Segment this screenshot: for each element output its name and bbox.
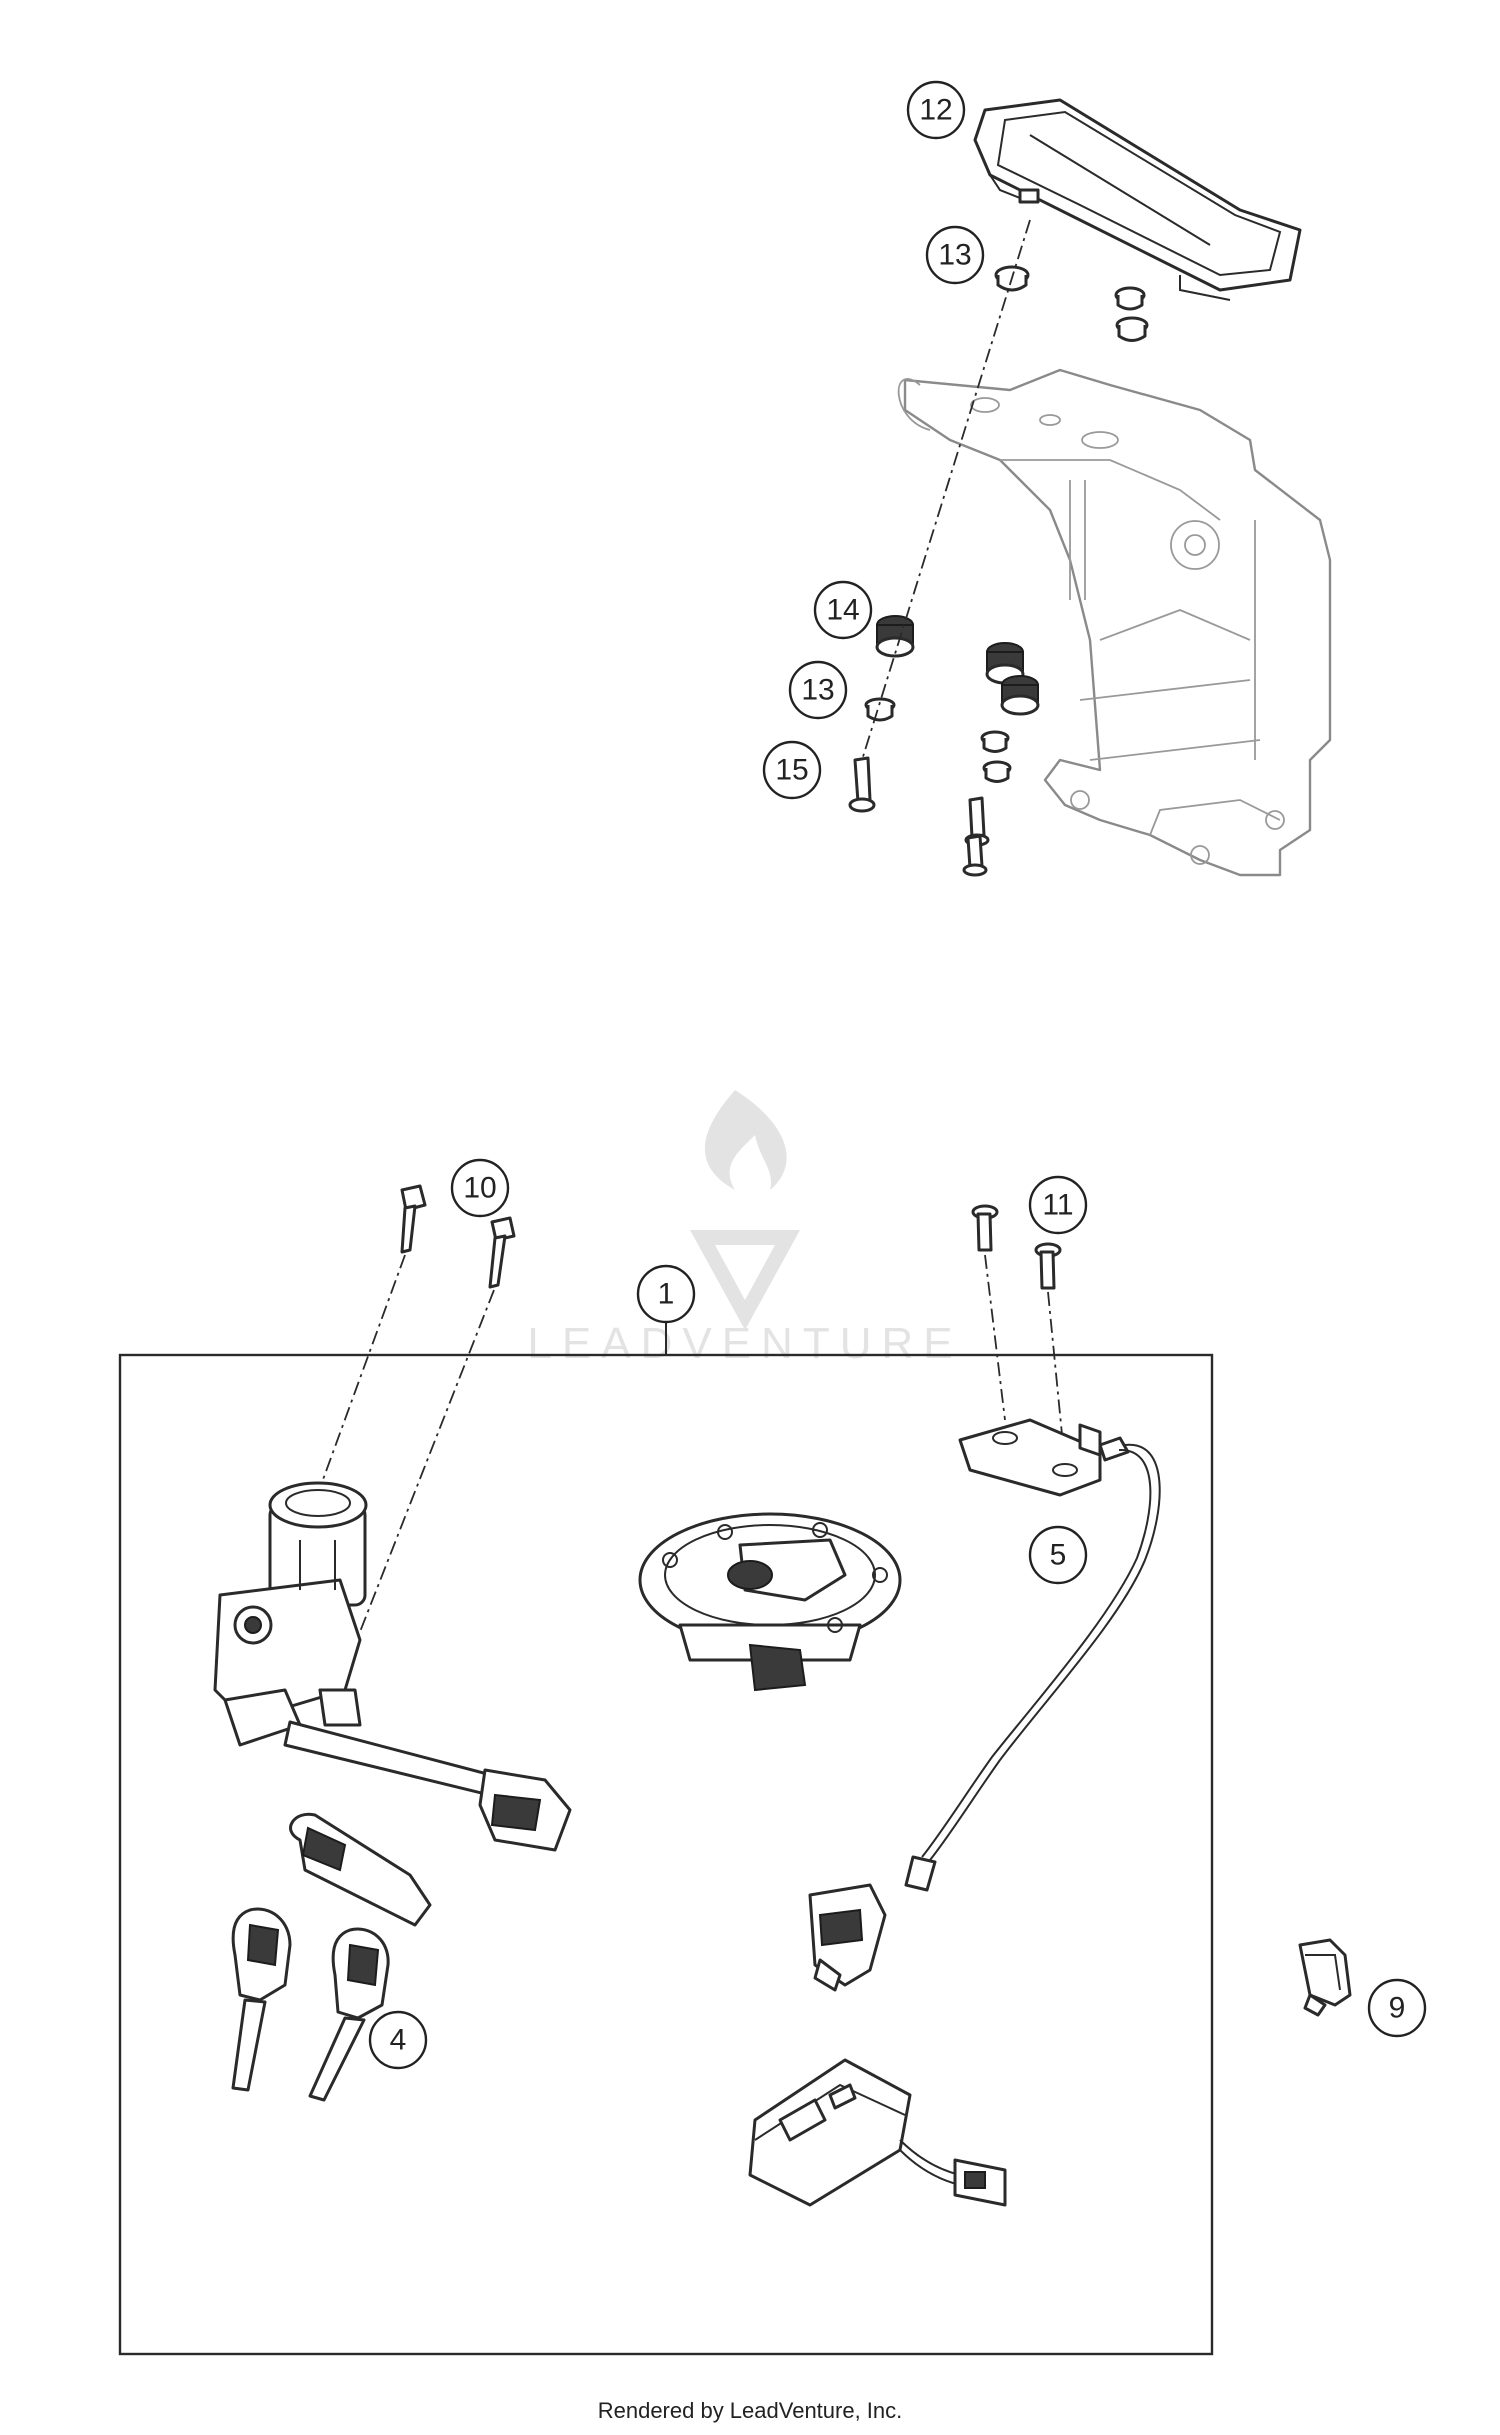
svg-text:10: 10	[463, 1172, 496, 1205]
svg-text:13: 13	[801, 674, 834, 707]
svg-text:11: 11	[1042, 1189, 1073, 1222]
callout-5: 5	[1028, 1525, 1088, 1585]
instrument-cluster	[973, 98, 1302, 301]
ignition-lock	[213, 1481, 572, 1852]
key-fob	[289, 1812, 432, 1927]
callout-13-lower: 13	[788, 660, 848, 720]
svg-text:13: 13	[938, 239, 971, 272]
svg-text:4: 4	[390, 2024, 407, 2057]
upper-hardware	[848, 265, 1149, 877]
screws-10	[400, 1184, 516, 1289]
fuel-cap	[638, 1512, 902, 1692]
svg-text:5: 5	[1050, 1539, 1067, 1572]
footer-credit: Rendered by LeadVenture, Inc.	[597, 2398, 903, 2423]
svg-text:15: 15	[775, 754, 808, 787]
callout-1: 1	[636, 1264, 696, 1324]
svg-text:12: 12	[919, 94, 952, 127]
callout-11: 11	[1028, 1175, 1088, 1235]
screw-axis-11-left	[984, 1254, 1006, 1421]
sensor-bracket	[904, 1418, 1161, 1892]
keys	[231, 1907, 390, 2102]
callout-9: 9	[1367, 1978, 1427, 2038]
callout-12: 12	[906, 80, 966, 140]
seat-lock	[808, 1883, 887, 1992]
control-unit	[748, 2058, 1007, 2207]
svg-text:14: 14	[826, 594, 859, 627]
watermark-text: LEADVENTURE	[527, 1319, 962, 1368]
svg-text:1: 1	[658, 1278, 675, 1311]
callout-10: 10	[450, 1158, 510, 1218]
assembly-axis-upper	[861, 219, 1031, 761]
callout-15: 15	[762, 740, 822, 800]
callout-13-upper: 13	[925, 225, 985, 285]
part-9-clip	[1298, 1938, 1352, 2017]
dashboard-bracket	[897, 368, 1332, 877]
callout-4: 4	[368, 2010, 428, 2070]
leadventure-watermark: LEADVENTURE	[527, 1090, 962, 1368]
callout-14: 14	[813, 580, 873, 640]
screws-11	[971, 1204, 1062, 1290]
svg-text:9: 9	[1389, 1992, 1406, 2025]
screw-axis-right	[344, 1289, 495, 1671]
